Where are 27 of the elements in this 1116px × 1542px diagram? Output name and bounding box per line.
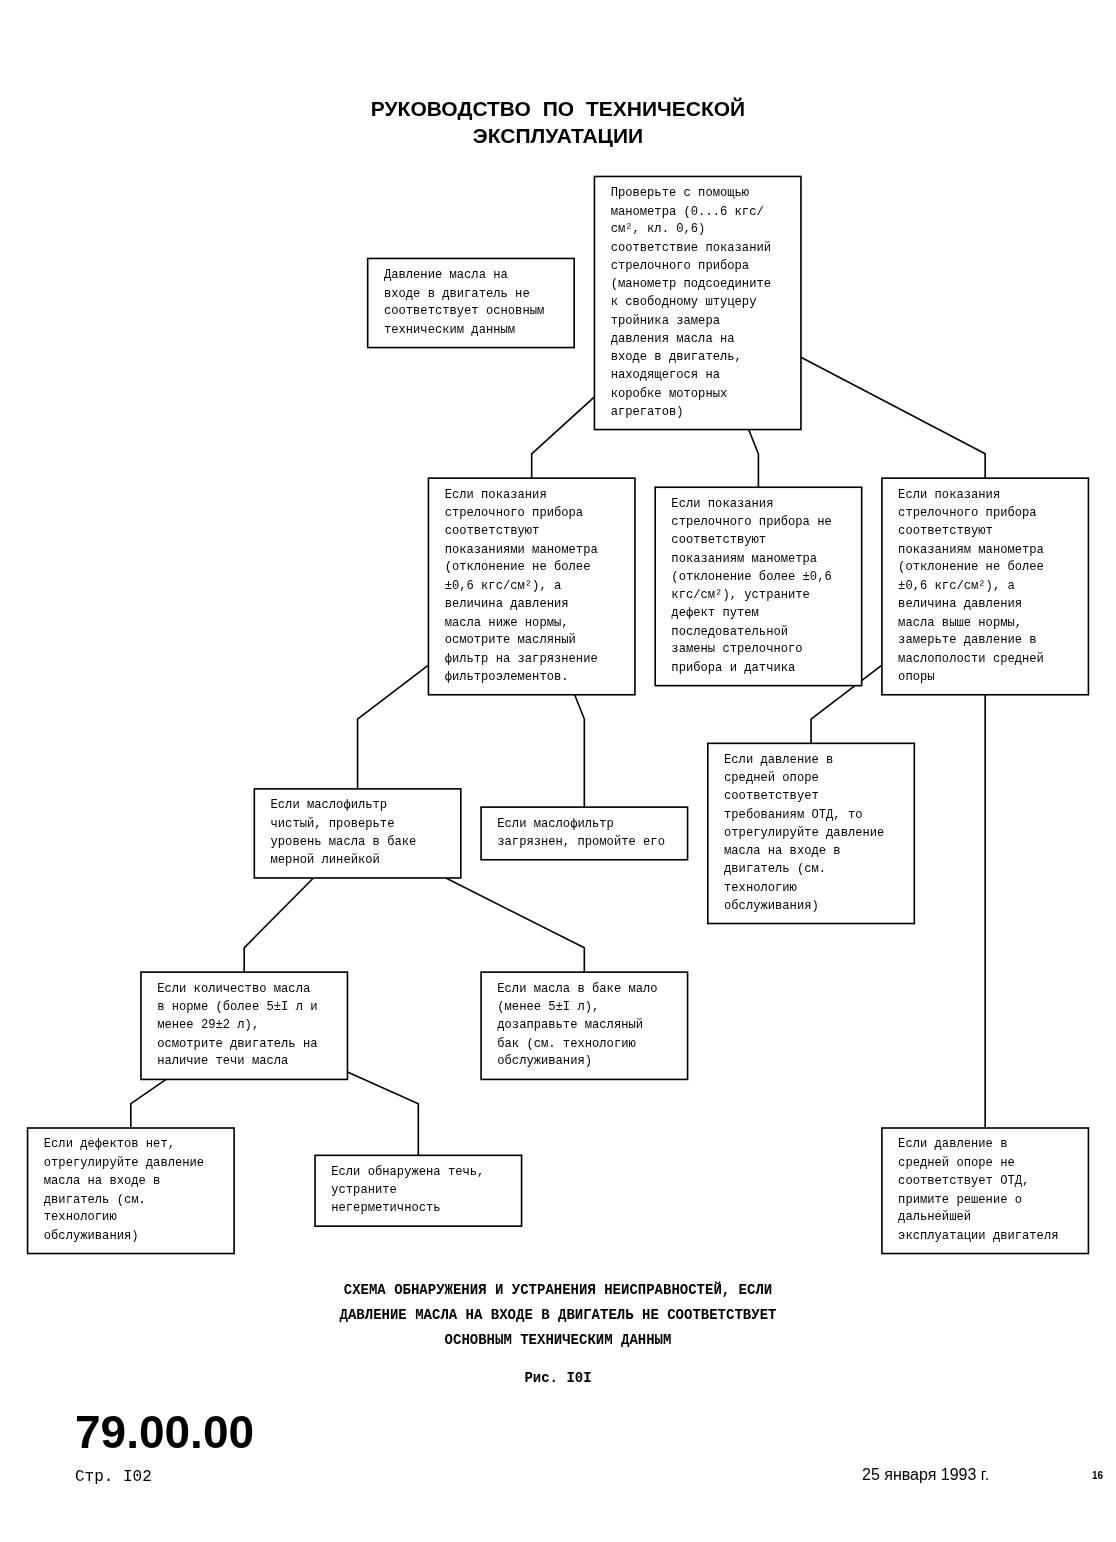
node-box: Если маслофильтр загрязнен, промойте его xyxy=(480,806,689,861)
node-box: Если давление в средней опоре не соответствует ОТД, примите решение о дальнейшей эксплуатации двигателя xyxy=(881,1127,1090,1255)
connector xyxy=(445,877,586,973)
connector xyxy=(800,356,986,479)
node-box: Если обнаружена течь, устраните негерметичность xyxy=(314,1154,523,1227)
figure-number: Рис. I0I xyxy=(524,1370,592,1386)
node-box: Если маслофильтр чистый, проверьте уровень масла в баке мерной линейкой xyxy=(253,788,462,879)
connector xyxy=(243,877,315,973)
node-box: Проверьте с помощью манометра (0...6 кгс/см², кл. 0,6) соответствие показаний стрелочного прибора (манометр подсоедините к свободному штуцеру тройника замера давления масла на входе в двигатель, находящегося на коробке моторных агрегатов) xyxy=(593,175,802,431)
node-box: Если дефектов нет, отрегулируйте давление масла на входе в двигатель (см. технологию обслуживания) xyxy=(26,1127,235,1255)
node-box: Если показания стрелочного прибора соответствуют показаниями манометра (отклонение не более ±0,6 кгс/см²), а величина давления масла ниже нормы, осмотрите масляный фильтр на загрязнение фильтроэлементов. xyxy=(427,477,636,696)
date-text: 25 января 1993 г. xyxy=(862,1466,990,1484)
node-box: Если показания стрелочного прибора не соответствуют показаниям манометра (отклонение более ±0,6 кгс/см²), устраните дефект путем последовательной замены стрелочного прибора и датчика xyxy=(654,486,863,687)
node-box: Если количество масла в норме (более 5±I л и менее 29±2 л), осмотрите двигатель на наличие течи масла xyxy=(140,971,349,1081)
node-box: Давление масла на входе в двигатель не соответствует основным техническим данным xyxy=(366,257,575,349)
page-title: РУКОВОДСТВО ПО ТЕХНИЧЕСКОЙ ЭКСПЛУАТАЦИИ xyxy=(369,96,747,150)
connector xyxy=(130,1078,167,1129)
figure-caption: СХЕМА ОБНАРУЖЕНИЯ И УСТРАНЕНИЯ НЕИСПРАВНОСТЕЙ, ЕСЛИ ДАВЛЕНИЕ МАСЛА НА ВХОДЕ В ДВИГАТЕЛЬ НЕ СООТВЕТСТВУЕТ ОСНОВНЫМ ТЕХНИЧЕСКИМ ДАННЫМ xyxy=(338,1280,778,1351)
node-box: Если давление в средней опоре соответствует требованиям ОТД, то отрегулируйте давление масла на входе в двигатель (см. технологию обслуживания) xyxy=(707,742,916,925)
page-number: Стр. I02 xyxy=(75,1468,152,1486)
node-box: Если показания стрелочного прибора соответствуют показаниям манометра (отклонение не более ±0,6 кгс/см²), а величина давления масла выше нормы, замерьте давление в маслополости средней опоры xyxy=(881,477,1090,696)
connector xyxy=(984,693,986,1129)
section-number: 79.00.00 xyxy=(75,1405,255,1459)
connector xyxy=(573,693,586,808)
page-number: 16 xyxy=(1092,1470,1104,1481)
node-box: Если масла в баке мало (менее 5±I л), дозаправьте масляный бак (см. технологию обслуживания) xyxy=(480,971,689,1081)
connector xyxy=(747,428,760,489)
